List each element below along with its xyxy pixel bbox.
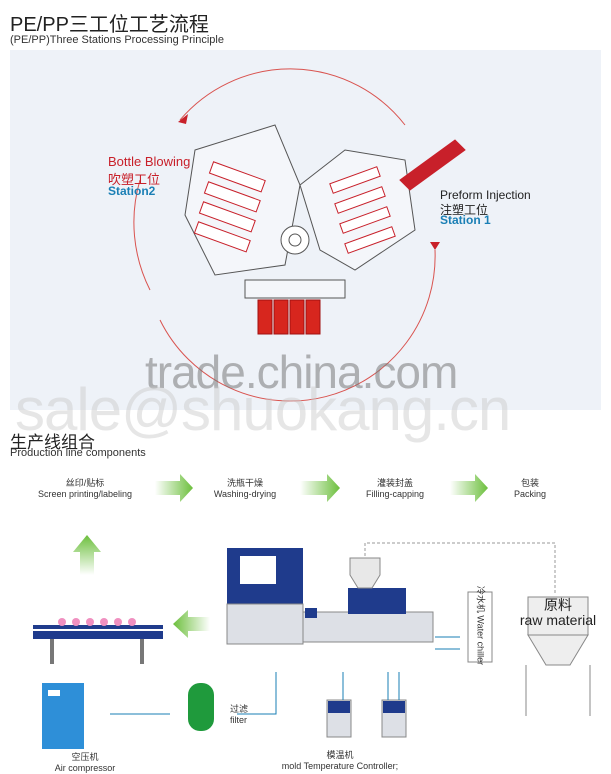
step-en: Screen printing/labeling	[37, 489, 133, 499]
step-cn: 丝印/贴标	[65, 478, 105, 488]
arrow-up-icon	[73, 535, 101, 575]
step-cn: 包装	[520, 478, 539, 488]
components-subtitle: Production line components	[10, 447, 146, 459]
station1-cn: 注塑工位	[440, 203, 489, 217]
arrow-right-icon	[300, 474, 340, 502]
page-title: PE/PP三工位工艺流程	[10, 14, 209, 36]
arrow-right-icon	[450, 474, 488, 502]
arrow-head-icon	[430, 242, 440, 250]
step-cn: 洗瓶干燥	[226, 478, 263, 488]
rotary-center	[280, 225, 310, 255]
chiller-label: 冷水机 Water chiller	[475, 586, 486, 666]
chiller-cn: 冷水机	[475, 585, 486, 613]
ejection-station	[244, 279, 346, 335]
arrow-head-icon	[178, 114, 188, 124]
watermark-email: sale@shuokang.cn	[15, 376, 511, 443]
station2-label: Station2	[108, 184, 156, 198]
station1-label: Station 1	[440, 213, 491, 227]
water-chiller	[467, 591, 493, 663]
filter-cn: 过滤	[230, 704, 249, 714]
chiller-en: Water chiller	[475, 615, 486, 666]
raw-material-hopper	[525, 596, 591, 716]
arrow-right-icon	[155, 474, 193, 502]
air-compressor	[42, 683, 84, 749]
compressor-cn: 空压机	[71, 752, 99, 762]
mold-en: mold Temperature Controller;	[281, 761, 399, 771]
station2-cn: 吹塑工位	[108, 172, 161, 187]
step-en: Washing-drying	[213, 489, 277, 499]
conveyor	[33, 618, 163, 664]
rotation-circle	[133, 68, 436, 402]
step-en: Packing	[513, 489, 547, 499]
station2-mold	[184, 124, 301, 276]
station1-mold	[299, 139, 466, 271]
filter-en: filter	[230, 715, 248, 725]
page-subtitle: (PE/PP)Three Stations Processing Princip…	[10, 34, 224, 46]
step-en: Filling-capping	[365, 489, 425, 499]
watermark-site: trade.china.com	[145, 346, 458, 398]
mold-cn: 模温机	[326, 750, 354, 760]
raw-cn: 原料	[544, 597, 572, 613]
arrow-left-icon	[173, 610, 210, 638]
air-tank	[188, 683, 214, 731]
mold-temperature-controller	[326, 699, 407, 738]
station1-en: Preform Injection	[440, 188, 531, 202]
injection-blow-machine	[226, 548, 434, 645]
station2-en: Bottle Blowing	[108, 154, 191, 169]
compressor-en: Air compressor	[54, 763, 116, 773]
raw-en: raw material	[519, 612, 597, 628]
step-cn: 灌装封盖	[376, 478, 413, 488]
components-title: 生产线组合	[10, 433, 95, 452]
feed-line	[364, 542, 556, 595]
